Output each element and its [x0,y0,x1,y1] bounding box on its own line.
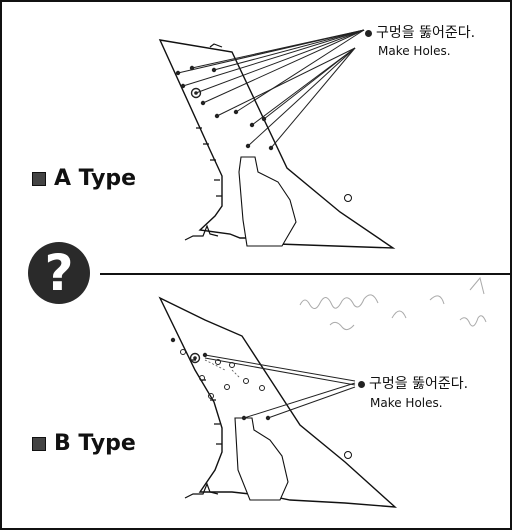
question-mark-badge: ? [28,242,90,304]
callout-b-ko: 구멍을 뚫어준다. [358,373,468,393]
wing-a-aileron [238,156,297,247]
type-a-square-icon [32,171,46,186]
handwritten-scribble [299,276,487,331]
type-a-label: A Type [32,166,136,191]
callout-b-bullet-icon [358,380,365,388]
callout-a-bullet-icon [365,29,372,37]
callout-b-en: Make Holes. [370,396,443,410]
wing-a [158,29,396,249]
callout-a-en: Make Holes. [378,44,451,58]
type-b-label: B Type [32,431,136,456]
wing-b [158,276,487,508]
wing-b-aileron [234,417,289,501]
callout-a-ko: 구멍을 뚫어준다. [365,22,475,42]
type-b-square-icon [32,436,46,451]
